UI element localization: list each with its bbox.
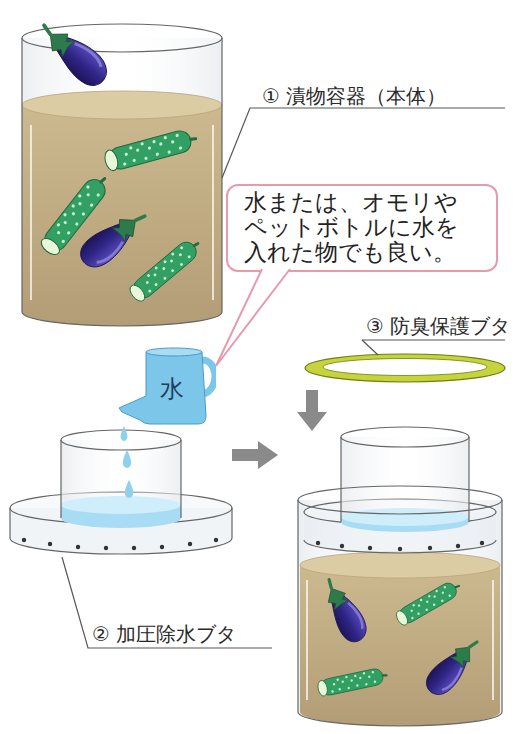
- cucumber: [127, 235, 204, 304]
- lid-flange-edge: [231, 508, 232, 538]
- bran-surface: [300, 552, 500, 578]
- lid-flange-bottom: [10, 538, 232, 554]
- eggplant: [315, 574, 372, 646]
- lid-cylinder: [341, 437, 469, 532]
- lid-cylinder-wall: [340, 437, 341, 522]
- leader-line: [222, 108, 505, 178]
- rice-bran: [22, 105, 222, 326]
- glass-highlight: [306, 580, 308, 700]
- water-jug: 水: [116, 346, 216, 426]
- lid-cylinder-wall: [180, 440, 181, 518]
- glass-highlight: [492, 580, 494, 700]
- eggplant: [32, 16, 114, 92]
- part-label: ② 加圧除水ブタ: [92, 622, 236, 646]
- jug-body: [119, 352, 206, 424]
- eggplant: [75, 202, 153, 274]
- lid-cylinder-wall: [468, 437, 469, 522]
- part-label: ③ 防臭保護ブタ: [366, 314, 510, 338]
- callout-text: 水または、オモリやペットボトルに水を入れた物でも良い。: [244, 190, 459, 265]
- lid-cylinder-wall: [60, 440, 61, 518]
- container-bottom: [298, 712, 502, 726]
- drain-holes: [316, 541, 484, 551]
- assembled-container: [298, 427, 502, 726]
- lid-ring-hole: [323, 359, 487, 376]
- lid-cylinder-rim: [61, 430, 181, 450]
- eggplant: [421, 632, 485, 701]
- water-drops: [121, 426, 134, 498]
- container-wall: [501, 500, 502, 712]
- cucumber: [103, 127, 199, 172]
- jug-label: 水: [142, 376, 202, 402]
- cucumber: [317, 667, 389, 698]
- part-label: ① 漬物容器（本体）: [262, 84, 446, 108]
- glass-highlight: [30, 125, 32, 300]
- pickling-container: [22, 16, 222, 326]
- rice-bran: [300, 565, 500, 726]
- drain-holes: [22, 538, 218, 550]
- lid-cylinder: [61, 440, 181, 528]
- lid-ring: [305, 354, 505, 382]
- callout-tail: [216, 269, 290, 366]
- lid-flange-bottom: [304, 540, 496, 553]
- bran-surface: [22, 91, 222, 119]
- container-wall: [21, 38, 22, 312]
- pressing-lid: [10, 430, 232, 554]
- cucumber: [394, 578, 463, 627]
- lid-flange-edge: [9, 508, 10, 538]
- leader-line: [362, 340, 378, 355]
- glass-highlight: [212, 125, 214, 300]
- container-glass: [22, 38, 222, 326]
- leader-line: [62, 557, 272, 648]
- step-arrow: [232, 441, 278, 469]
- container-wall: [221, 38, 222, 312]
- water-surface: [61, 496, 181, 514]
- odour-lid: [305, 354, 505, 382]
- jug-rim: [146, 348, 202, 356]
- lid-cylinder-rim: [341, 427, 469, 447]
- water-surface: [341, 508, 469, 526]
- container-glass: [298, 500, 502, 726]
- container-wall: [297, 500, 298, 712]
- leader-line: [362, 339, 505, 340]
- callout-bubble: 水または、オモリやペットボトルに水を入れた物でも良い。: [226, 184, 498, 272]
- step-arrow: [297, 390, 327, 431]
- container-bottom: [22, 312, 222, 326]
- container-rim: [298, 486, 502, 514]
